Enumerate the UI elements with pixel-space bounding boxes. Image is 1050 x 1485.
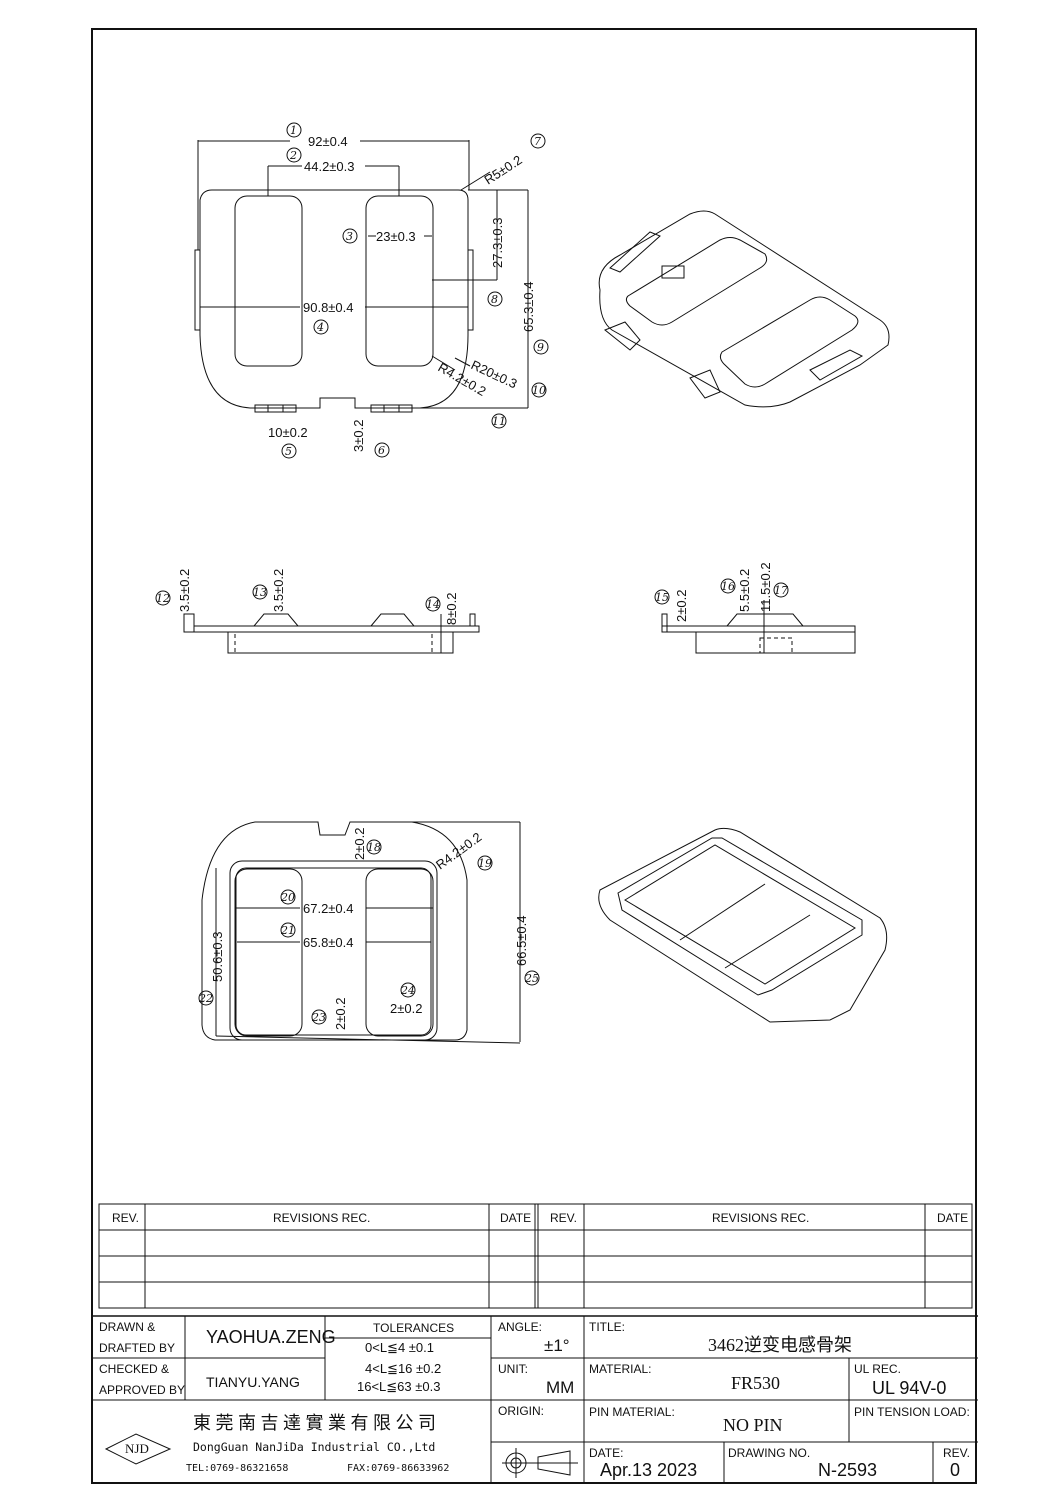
front-view: 3.5±0.2 3.5±0.2 8±0.2 12 13 14 [155, 569, 480, 654]
svg-text:2: 2 [289, 149, 297, 162]
pin-material-value: NO PIN [723, 1415, 783, 1435]
drawing-no-value: N-2593 [818, 1460, 878, 1480]
svg-text:18: 18 [367, 841, 381, 854]
svg-text:16: 16 [721, 580, 735, 593]
company-logo: NJD [125, 1441, 149, 1456]
ul-label: UL REC. [854, 1362, 901, 1376]
checked-label-2: APPROVED BY [99, 1383, 186, 1397]
drawn-label-1: DRAWN & [99, 1320, 156, 1334]
drawing-frame [91, 28, 977, 1484]
dim-22: 50.6±0.3 [210, 931, 225, 982]
drawn-by-value: YAOHUA.ZENG [206, 1327, 336, 1347]
dim-5: 10±0.2 [268, 425, 308, 440]
svg-text:22: 22 [198, 992, 213, 1005]
svg-text:13: 13 [253, 586, 267, 599]
company-fax: FAX:0769-86633962 [347, 1463, 450, 1474]
dim-18: 2±0.2 [352, 828, 367, 860]
dim-1: 92±0.4 [308, 134, 348, 149]
material-value: FR530 [731, 1373, 781, 1393]
ul-value: UL 94V-0 [872, 1378, 947, 1398]
svg-text:10: 10 [532, 384, 546, 397]
rev-value: 0 [950, 1460, 961, 1480]
isometric-view-top [598, 210, 890, 408]
svg-text:6: 6 [378, 444, 385, 457]
svg-text:15: 15 [655, 591, 669, 604]
angle-label: ANGLE: [498, 1320, 543, 1334]
tolerances-label: TOLERANCES [373, 1321, 455, 1335]
svg-text:23: 23 [311, 1011, 326, 1024]
svg-text:3: 3 [346, 230, 353, 243]
svg-text:19: 19 [478, 857, 492, 870]
dim-16: 5.5±0.2 [737, 569, 752, 612]
svg-text:1: 1 [290, 124, 297, 137]
side-view: 2±0.2 5.5±0.2 11.5±0.2 15 16 17 [654, 562, 856, 654]
date-value: Apr.13 2023 [600, 1460, 698, 1480]
dim-15: 2±0.2 [674, 590, 689, 622]
company-name-en: DongGuan NanJiDa Industrial CO.,Ltd [193, 1440, 436, 1454]
unit-label: UNIT: [498, 1362, 528, 1376]
revisions-rec-header-left: REVISIONS REC. [273, 1211, 371, 1225]
dim-3: 23±0.3 [376, 229, 416, 244]
tolerance-row-1: 0<L≦4 ±0.1 [365, 1340, 434, 1355]
rev-label: REV. [943, 1446, 970, 1460]
dim-13: 3.5±0.2 [271, 569, 286, 612]
svg-text:7: 7 [534, 135, 541, 148]
dim-17: 11.5±0.2 [758, 562, 773, 612]
checked-by-value: TIANYU.YANG [206, 1374, 300, 1390]
drawn-label-2: DRAFTED BY [99, 1341, 176, 1355]
revisions-rec-header-right: REVISIONS REC. [712, 1211, 810, 1225]
date-header-right: DATE [937, 1211, 969, 1225]
svg-text:25: 25 [524, 972, 539, 985]
balloons-top: 1 2 3 4 5 6 7 8 9 10 11 [281, 122, 549, 459]
tolerance-row-2: 4<L≦16 ±0.2 [365, 1361, 442, 1376]
svg-text:12: 12 [156, 592, 170, 605]
svg-text:11: 11 [492, 415, 506, 428]
svg-text:8: 8 [491, 293, 498, 306]
dim-9: 65.3±0.4 [521, 281, 536, 332]
origin-label: ORIGIN: [498, 1404, 545, 1418]
dim-6: 3±0.2 [351, 420, 366, 452]
svg-text:5: 5 [285, 445, 292, 458]
dim-2: 44.2±0.3 [304, 159, 355, 174]
dim-24: 2±0.2 [390, 1001, 422, 1016]
date-label: DATE: [589, 1446, 624, 1460]
dim-25: 66.5±0.4 [514, 915, 529, 966]
svg-text:21: 21 [280, 924, 295, 937]
company-name-cn: 東 莞 南 吉 達 實 業 有 限 公 司 [193, 1413, 436, 1433]
drawing-no-label: DRAWING NO. [728, 1446, 811, 1460]
svg-text:9: 9 [537, 341, 544, 354]
svg-text:4: 4 [316, 321, 324, 334]
angle-value: ±1° [544, 1336, 570, 1355]
pin-material-label: PIN MATERIAL: [589, 1405, 675, 1419]
rev-header-left: REV. [112, 1211, 139, 1225]
dim-12: 3.5±0.2 [177, 569, 192, 612]
dim-21: 65.8±0.4 [303, 935, 354, 950]
dim-14: 8±0.2 [444, 593, 459, 625]
drawing-title: 3462逆变电感骨架 [708, 1335, 852, 1355]
company-tel: TEL:0769-86321658 [186, 1463, 289, 1474]
pin-tension-label: PIN TENSION LOAD: [854, 1405, 970, 1419]
svg-text:17: 17 [774, 584, 788, 597]
dim-23: 2±0.2 [333, 998, 348, 1030]
checked-label-1: CHECKED & [99, 1362, 170, 1376]
dim-20: 67.2±0.4 [303, 901, 354, 916]
dim-4: 90.8±0.4 [303, 300, 354, 315]
tolerance-row-3: 16<L≦63 ±0.3 [357, 1379, 441, 1394]
svg-text:14: 14 [426, 598, 440, 611]
date-header-left: DATE [500, 1211, 532, 1225]
title-label: TITLE: [589, 1320, 626, 1334]
rev-header-right: REV. [550, 1211, 577, 1225]
svg-text:20: 20 [280, 891, 295, 904]
isometric-view-bottom [598, 827, 888, 1023]
unit-value: MM [546, 1378, 575, 1397]
material-label: MATERIAL: [589, 1362, 652, 1376]
dim-8: 27.3±0.3 [490, 217, 505, 268]
svg-text:24: 24 [400, 984, 415, 997]
